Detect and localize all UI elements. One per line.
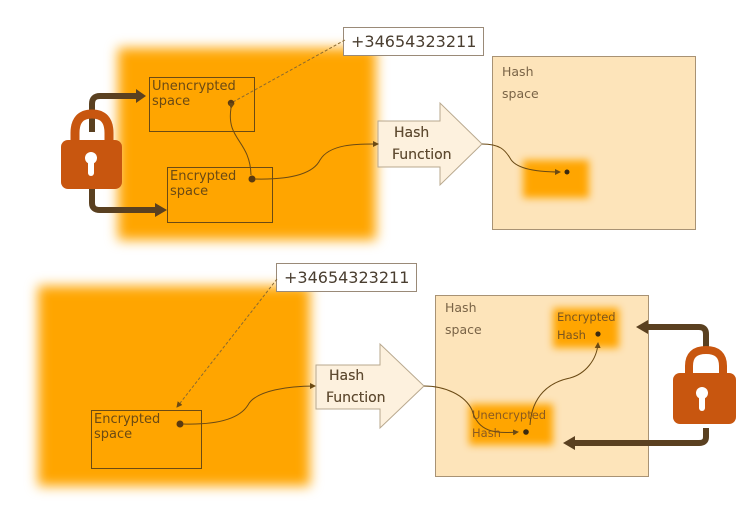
unencrypted-hash-dot: [523, 429, 529, 435]
bottom-hash-function-text-1: Hash: [329, 368, 365, 384]
top-hash-function-arrow: [377, 101, 483, 187]
top-hash-function-line-2: Function: [392, 147, 452, 163]
top-hash-function-text: Hash Function: [392, 122, 452, 166]
top-hash-function-label: Hash Function: [392, 122, 452, 166]
bottom-hash-output-curve: [423, 385, 519, 436]
top-dashed-link: [232, 39, 346, 103]
top-hash-space-label-1: Hash: [502, 64, 534, 79]
bottom-hash-space-label-2: space: [445, 322, 482, 337]
encrypted-hash-dot: [595, 331, 601, 337]
bottom-encrypted-space-box: Encrypted space: [91, 410, 202, 469]
unencrypted-space-label-1: Unencrypted: [152, 79, 236, 94]
top-encrypt-curve: [228, 102, 252, 176]
top-hash-space: Hash space: [492, 56, 696, 230]
encrypted-space-label-2: space: [170, 184, 209, 199]
bottom-hash-function-arrow: [315, 342, 425, 430]
unencrypted-hash-region: [469, 404, 553, 445]
bottom-hash-space: Hash space Encrypted Hash Unencrypted Ha…: [435, 295, 649, 477]
bottom-hash-space-label-1: Hash: [445, 300, 477, 315]
unencrypted-hash-label-1: Unencrypted: [472, 408, 547, 422]
bottom-encrypted-space-label-1: Encrypted: [94, 412, 161, 427]
bottom-dashed-link: [176, 278, 278, 408]
top-unencrypted-space-box: Unencrypted space: [149, 77, 255, 132]
unencrypted-space-label-2: space: [152, 94, 191, 109]
bottom-encrypted-space-label-2: space: [94, 427, 133, 442]
top-phone-number: +34654323211: [343, 27, 485, 56]
top-hash-target-region: [523, 160, 589, 198]
top-encrypted-space-box: Encrypted space: [167, 167, 273, 223]
bottom-hash-function-line-1: Hash: [329, 368, 365, 384]
top-encrypted-dot: [248, 175, 256, 183]
hash-encrypt-curve: [529, 342, 601, 426]
bottom-phone-number: +34654323211: [276, 263, 418, 292]
top-padlock-icon: [61, 89, 167, 217]
bottom-hash-function-text-2: Function: [326, 390, 386, 406]
top-to-hash-curve: [254, 140, 379, 180]
bottom-to-hash-curve: [182, 383, 316, 425]
top-hash-function-text-2: Function: [392, 147, 452, 163]
encrypted-hash-label-1: Encrypted: [557, 310, 616, 324]
top-hash-output-curve: [481, 143, 561, 175]
bottom-encrypted-region: [38, 286, 310, 486]
encrypted-hash-region: [553, 308, 619, 348]
bottom-hash-function-line-2: Function: [326, 390, 386, 406]
bottom-hash-function-label: Hash Function: [326, 365, 386, 409]
top-hash-function-text-1: Hash: [394, 125, 430, 141]
top-unencrypted-dot: [227, 99, 235, 107]
top-hash-space-label-2: space: [502, 86, 539, 101]
bottom-encrypted-dot: [176, 420, 184, 428]
bottom-padlock-icon: [563, 320, 736, 450]
bottom-hash-function-text: Hash Function: [326, 365, 386, 409]
encrypted-space-label-1: Encrypted: [170, 169, 237, 184]
top-hash-function-line-1: Hash: [394, 125, 430, 141]
unencrypted-hash-label-2: Hash: [472, 426, 501, 440]
encrypted-hash-label-2: Hash: [557, 328, 586, 342]
top-hash-dot: [564, 169, 570, 175]
